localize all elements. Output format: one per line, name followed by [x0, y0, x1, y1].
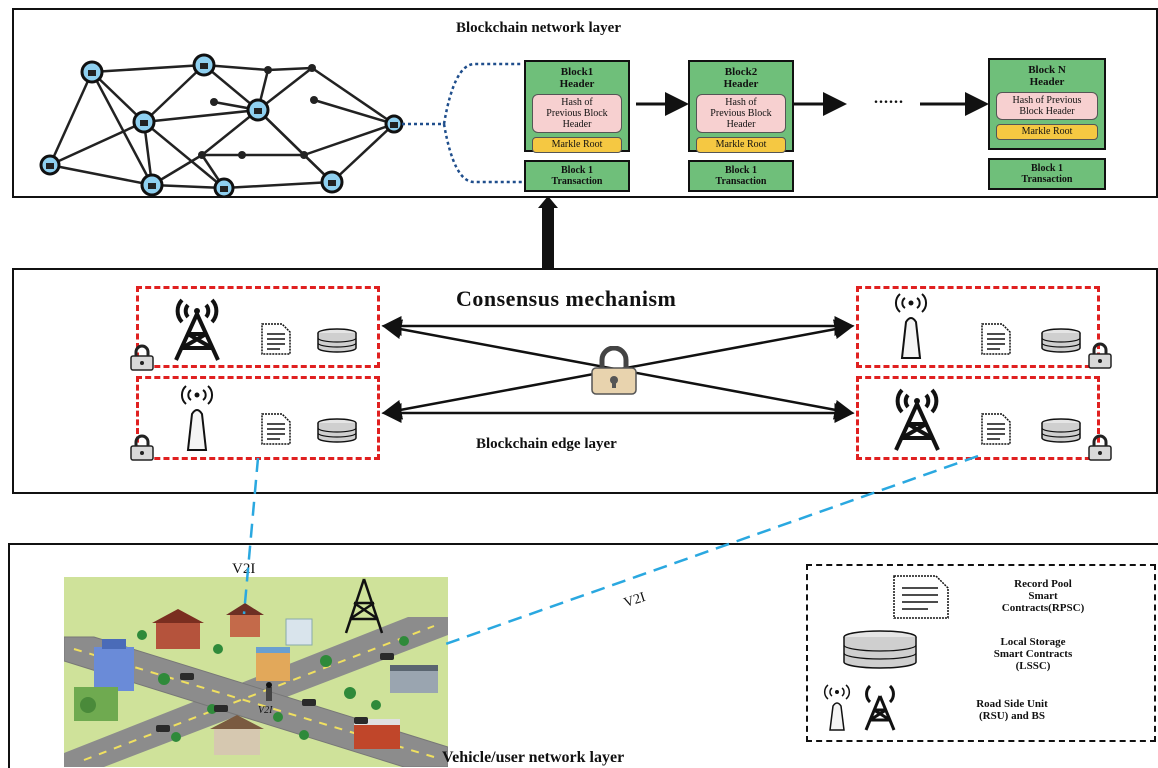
document-icon: [261, 413, 291, 445]
block-1-header-title: Block1 Header: [559, 66, 595, 90]
block-2-hash: Hash of Previous Block Header: [696, 94, 786, 133]
block-n-header-title: Block N Header: [1028, 64, 1066, 88]
base-station-tower-icon: [174, 298, 220, 361]
vehicle: [156, 725, 170, 732]
edge-node-box: [136, 286, 380, 368]
network-layer-title: Blockchain network layer: [456, 20, 621, 36]
block-n-hash: Hash of Previous Block Header: [996, 92, 1098, 120]
chain-arrows: [636, 92, 989, 116]
document-icon: [981, 323, 1011, 355]
vehicle: [302, 699, 316, 706]
rsu-antenna-icon: [894, 293, 928, 359]
document-icon: [893, 575, 949, 619]
vehicle: [380, 653, 394, 660]
building: [94, 639, 134, 691]
padlock-icon: [1088, 342, 1112, 369]
block-1-hash: Hash of Previous Block Header: [532, 94, 622, 133]
v2i-map-label: V2I: [258, 705, 273, 716]
rsu-antenna-icon: [823, 684, 851, 731]
peer-node: [320, 170, 344, 194]
block-2-merkle-root: Markle Root: [696, 137, 786, 153]
peer-node: [192, 53, 216, 77]
base-station-tower-icon: [344, 578, 384, 634]
vehicle: [354, 717, 368, 724]
peer-network-graph: [39, 53, 522, 198]
block-1-merkle-root: Markle Root: [532, 137, 622, 153]
building: [354, 719, 400, 749]
legend-lssc-label: Local Storage Smart Contracts (LSSC): [993, 636, 1073, 672]
upward-arrow: [538, 196, 558, 270]
padlock-icon: [591, 346, 637, 395]
block-n-header: Block N Header Hash of Previous Block He…: [988, 58, 1106, 150]
peer-node: [140, 173, 164, 197]
database-icon: [317, 418, 357, 443]
peer-node: [213, 177, 235, 198]
chain-ellipsis: ......: [874, 90, 904, 107]
block-1-header: Block1 Header Hash of Previous Block Hea…: [524, 60, 630, 153]
legend-rpsc-label: Record Pool Smart Contracts(RPSC): [1001, 578, 1085, 614]
database-icon: [1041, 328, 1081, 353]
block-n-merkle-root: Markle Root: [996, 124, 1098, 140]
v2i-left-label: V2I: [232, 561, 256, 577]
database-icon: [1041, 418, 1081, 443]
padlock-icon: [1088, 434, 1112, 461]
document-icon: [981, 413, 1011, 445]
block-2-header-title: Block2 Header: [723, 66, 759, 90]
building: [74, 687, 118, 721]
blockchain-network-layer: Blockchain network layer: [12, 8, 1158, 198]
edge-layer-title: Blockchain edge layer: [476, 436, 617, 452]
block-2-header: Block2 Header Hash of Previous Block Hea…: [688, 60, 794, 153]
database-icon: [843, 630, 917, 669]
padlock-icon: [130, 344, 154, 371]
legend-rsu-label: Road Side Unit (RSU) and BS: [976, 698, 1048, 722]
document-icon: [261, 323, 291, 355]
rsu-antenna-icon: [180, 385, 214, 451]
city-map-illustration: [64, 577, 448, 767]
peer-node: [39, 154, 61, 176]
building: [390, 665, 438, 693]
vehicle-layer-title: Vehicle/user network layer: [442, 749, 625, 766]
v2i-right-label: V2I: [622, 590, 648, 612]
rsu-antenna-icon: [266, 682, 272, 701]
database-icon: [317, 328, 357, 353]
peer-node: [132, 110, 156, 134]
blockchain-edge-layer: Consensus mechanism Blockchain edge laye…: [12, 268, 1158, 494]
building: [256, 647, 290, 681]
vehicle: [214, 705, 228, 712]
edge-node-box: [856, 286, 1100, 368]
block-n-transaction: Block 1 Transaction: [988, 158, 1106, 190]
base-station-tower-icon: [864, 684, 896, 731]
vehicle: [180, 673, 194, 680]
consensus-title: Consensus mechanism: [456, 286, 677, 311]
legend: Record Pool Smart Contracts(RPSC) Local …: [806, 564, 1156, 742]
building: [152, 609, 204, 649]
building: [210, 715, 264, 755]
base-station-tower-icon: [894, 388, 940, 451]
peer-node: [80, 60, 104, 84]
block-2-transaction: Block 1 Transaction: [688, 160, 794, 192]
block-1-transaction: Block 1 Transaction: [524, 160, 630, 192]
peer-node: [246, 98, 270, 122]
peer-node: [384, 114, 404, 134]
padlock-icon: [130, 434, 154, 461]
building: [285, 618, 313, 646]
